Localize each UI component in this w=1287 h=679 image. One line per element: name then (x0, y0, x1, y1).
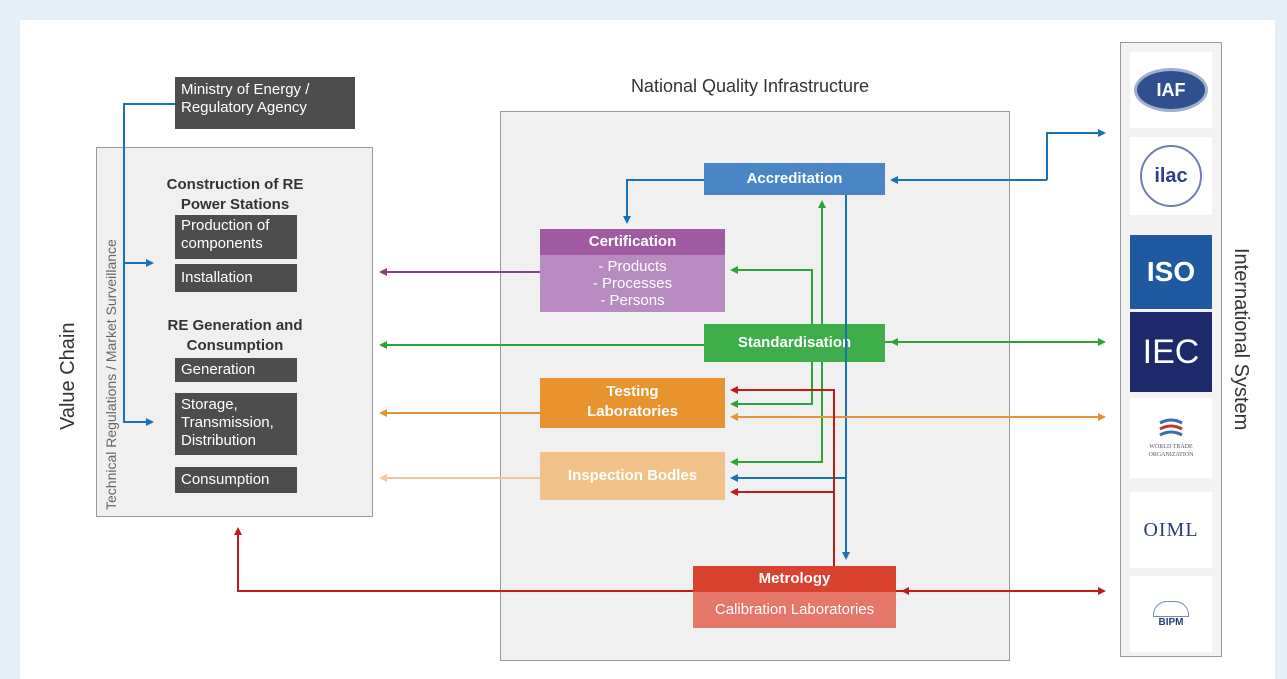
technical-regulations-label: Technical Regulations / Market Surveilla… (103, 239, 119, 510)
generation-heading-line-2: Consumption (186, 337, 284, 354)
ministry-line-1: Ministry of Energy / (181, 81, 310, 98)
iec-logo-text: IEC (1142, 332, 1200, 371)
certification-item-processes: - Processes (592, 275, 673, 292)
generation-box: Generation (175, 358, 297, 382)
construction-heading-line-2: Power Stations (180, 196, 290, 213)
standardisation-label: Standardisation (737, 334, 852, 351)
certification-node: Certification (540, 229, 725, 255)
accreditation-node: Accreditation (704, 163, 885, 195)
international-system-label: International System (1230, 248, 1252, 431)
wto-logo: WORLD TRADE ORGANIZATION (1130, 398, 1212, 478)
ministry-box: Ministry of Energy / Regulatory Agency (175, 77, 355, 129)
generation-heading-line-1: RE Generation and (167, 317, 303, 334)
construction-heading-line-1: Construction of RE (166, 176, 304, 193)
production-line-2: components (181, 235, 263, 252)
oiml-logo-text: OIML (1143, 518, 1199, 541)
iso-logo-text: ISO (1146, 256, 1196, 287)
testing-label-1: Testing (606, 383, 659, 400)
iaf-logo: IAF (1130, 52, 1212, 128)
wto-emblem-icon (1159, 418, 1183, 437)
iso-logo: ISO (1130, 235, 1212, 309)
bipm-logo-text: BIPM (1158, 616, 1184, 628)
ministry-line-2: Regulatory Agency (181, 99, 307, 116)
accreditation-label: Accreditation (746, 170, 843, 187)
production-box: Production of components (175, 215, 297, 259)
storage-line-1: Storage, (181, 396, 238, 413)
standardisation-node: Standardisation (704, 324, 885, 362)
certification-item-products: - Products (598, 258, 667, 275)
value-chain-label: Value Chain (57, 322, 79, 430)
ilac-logo-text: ilac (1140, 145, 1202, 207)
installation-box: Installation (175, 264, 297, 292)
bipm-building-icon (1153, 600, 1189, 617)
storage-line-2: Transmission, (181, 414, 274, 431)
inspection-node: Inspection Bodles (540, 452, 725, 500)
storage-box: Storage, Transmission, Distribution (175, 393, 297, 455)
certification-label: Certification (588, 233, 677, 250)
certification-item-persons: - Persons (600, 292, 665, 309)
iaf-logo-text: IAF (1134, 68, 1208, 112)
certification-items: - Products - Processes - Persons (540, 255, 725, 312)
wto-logo-line-1: WORLD TRADE (1149, 444, 1193, 450)
ilac-logo: ilac (1130, 137, 1212, 215)
production-line-1: Production of (181, 217, 270, 234)
nqi-title: National Quality Infrastructure (630, 76, 870, 96)
consumption-box: Consumption (175, 467, 297, 493)
construction-heading: Construction of RE Power Stations (145, 175, 325, 215)
inspection-label: Inspection Bodles (567, 467, 698, 484)
testing-node: Testing Laboratories (540, 378, 725, 428)
iec-logo: IEC (1130, 312, 1212, 392)
oiml-logo: OIML (1130, 492, 1212, 568)
metrology-label: Metrology (758, 570, 831, 587)
metrology-node: Metrology (693, 566, 896, 592)
testing-label-2: Laboratories (587, 403, 678, 420)
bipm-logo: BIPM (1130, 576, 1212, 652)
wto-logo-line-2: ORGANIZATION (1148, 452, 1194, 458)
generation-heading: RE Generation and Consumption (145, 316, 325, 356)
calibration-node: Calibration Laboratories (693, 592, 896, 628)
storage-line-3: Distribution (181, 432, 257, 449)
